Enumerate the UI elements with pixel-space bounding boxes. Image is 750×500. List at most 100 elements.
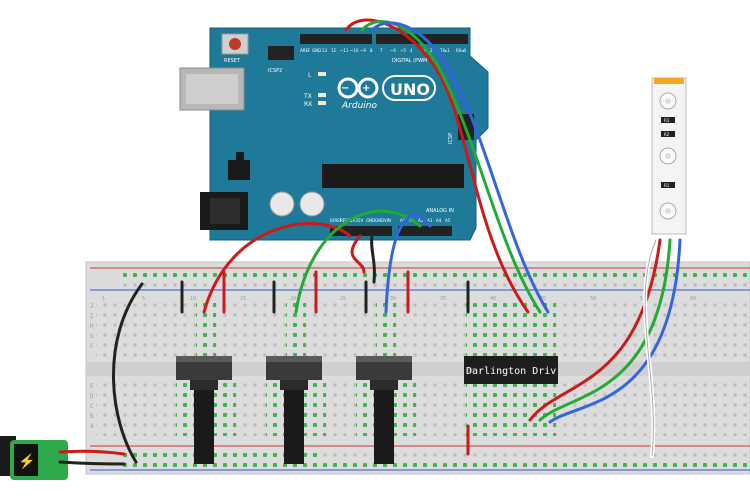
potentiometer[interactable] xyxy=(176,356,232,464)
wire-blue xyxy=(370,21,550,314)
digital-pin-labels: AREF GND 13 12 ~11 ~10 ~9 8 7 ~6 ~5 4 ~3… xyxy=(300,48,467,53)
pin-label: AREF xyxy=(300,48,311,53)
row-letter: H xyxy=(90,323,94,330)
potentiometer-knob[interactable] xyxy=(194,390,214,464)
pin-label: 8 xyxy=(370,48,373,53)
wire-red xyxy=(58,449,126,456)
pin-label: 12 xyxy=(331,48,337,53)
pin-label: TX▸1 xyxy=(439,48,450,53)
column-number: 35 xyxy=(440,296,446,302)
arduino-uno-board: RESET ICSP2 AREF GND 13 12 ~11 ~10 ~9 8 … xyxy=(179,27,489,241)
capacitor xyxy=(299,191,325,217)
column-number: 30 xyxy=(390,296,396,302)
pin-label: IOREF xyxy=(330,218,343,223)
icsp-label: ICSP xyxy=(448,133,454,144)
row-letter: E xyxy=(90,383,94,390)
led-tx xyxy=(318,93,326,97)
connected-holes xyxy=(118,270,748,468)
resistor-label: R2 xyxy=(664,132,670,137)
potentiometer[interactable] xyxy=(266,356,322,464)
pin-label: ~5 xyxy=(400,48,406,53)
wire-blue xyxy=(548,238,682,424)
pin-label: 2 xyxy=(430,48,433,53)
column-number: 15 xyxy=(240,296,246,302)
resistor-label: R3 xyxy=(664,118,670,123)
icsp2-header xyxy=(268,46,294,60)
pin-label: 7 xyxy=(380,48,383,53)
pin-label: ~9 xyxy=(360,48,366,53)
column-number: 60 xyxy=(690,296,696,302)
row-letter: C xyxy=(90,403,94,410)
pin-label: A3 xyxy=(427,218,433,223)
column-number: 55 xyxy=(640,296,646,302)
row-letter: I xyxy=(90,313,94,320)
potentiometer-knob[interactable] xyxy=(374,390,394,464)
wire-red xyxy=(344,18,530,314)
column-number: 25 xyxy=(340,296,346,302)
wire-blue xyxy=(384,214,432,314)
potentiometer[interactable] xyxy=(356,356,412,464)
brand-label: Arduino xyxy=(341,101,377,111)
row-letter: D xyxy=(90,393,94,400)
wire-white-outline xyxy=(644,239,657,457)
row-letter: A xyxy=(90,423,94,430)
arduino-logo-icon xyxy=(337,77,379,99)
led-rx-label: RX xyxy=(304,101,312,108)
power-pin-labels: IOREF RESET 3V3 5V GND GND VIN xyxy=(330,218,391,223)
resistor xyxy=(661,131,675,137)
digital-header-1 xyxy=(300,34,372,44)
column-number: 50 xyxy=(590,296,596,302)
power-header xyxy=(330,226,392,236)
pin-label: ~6 xyxy=(390,48,396,53)
led-l-label: L xyxy=(308,72,312,79)
column-number: 45 xyxy=(540,296,546,302)
wire-black xyxy=(370,234,376,284)
resistor xyxy=(661,117,675,123)
resistor xyxy=(661,182,675,188)
reset-label: RESET xyxy=(224,58,241,64)
row-letter: B xyxy=(90,413,94,420)
wire-red xyxy=(350,234,366,274)
pin-label: VIN xyxy=(384,218,391,223)
pin-label: 4 xyxy=(410,48,413,53)
wire-green xyxy=(538,238,672,422)
wire-black xyxy=(112,282,144,464)
voltage-regulator xyxy=(228,160,250,180)
pin-label: ~10 xyxy=(350,48,359,53)
pin-label: 5V xyxy=(358,218,364,223)
wires xyxy=(58,18,682,466)
led-rx xyxy=(318,101,326,105)
wire-black xyxy=(58,460,126,466)
pin-label: 3V3 xyxy=(350,218,358,223)
rgb-led-strip: R3 R2 R1 xyxy=(651,77,687,235)
reset-button[interactable] xyxy=(229,38,241,50)
row-letter: F xyxy=(90,343,94,350)
capacitor xyxy=(269,191,295,217)
column-number: 10 xyxy=(190,296,196,302)
pin-label: A2 xyxy=(418,218,424,223)
wire-red xyxy=(528,238,662,422)
pin-label: RX◂0 xyxy=(456,48,467,53)
logo-plus-glyph: + xyxy=(362,83,370,94)
led-tx-label: TX xyxy=(303,93,312,100)
resistor-label: R1 xyxy=(664,183,670,188)
row-letter: J xyxy=(90,303,94,310)
pin-label: A4 xyxy=(436,218,442,223)
icsp2-label: ICSP2 xyxy=(268,68,282,74)
digital-header-2 xyxy=(376,34,468,44)
potentiometer-knob[interactable] xyxy=(284,390,304,464)
column-number: 1 xyxy=(102,296,105,302)
column-number: 20 xyxy=(290,296,296,302)
darlington-driver-chip: Darlington Driv xyxy=(464,356,558,384)
led-l xyxy=(318,72,326,76)
pin-label: GND xyxy=(366,218,375,223)
pin-label: A5 xyxy=(445,218,451,223)
analog-label: ANALOG IN xyxy=(426,208,454,214)
chip-label: Darlington Driv xyxy=(466,366,556,377)
lightning-icon: ⚡ xyxy=(18,453,35,470)
microcontroller-chip xyxy=(322,164,464,188)
wire-green xyxy=(294,209,422,314)
pin-label: A0 xyxy=(400,218,406,223)
column-number: 40 xyxy=(490,296,496,302)
